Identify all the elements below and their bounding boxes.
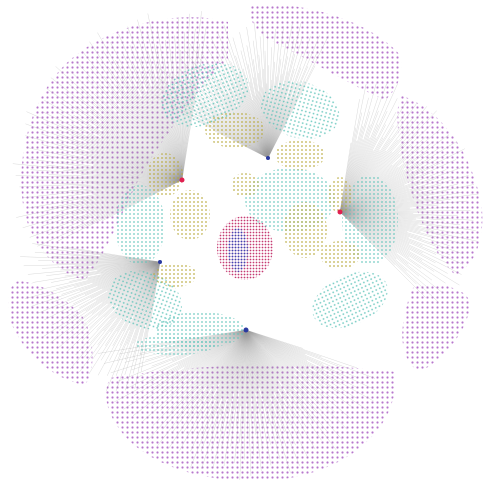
inner-cluster-3 bbox=[147, 153, 183, 197]
hub-node-right bbox=[338, 210, 343, 215]
core-cluster bbox=[217, 216, 273, 280]
hub-node-top-left bbox=[180, 178, 185, 183]
inner-cluster-9 bbox=[320, 241, 360, 269]
outer-cluster-lower-right bbox=[402, 284, 470, 372]
inner-cluster-7 bbox=[153, 263, 197, 287]
inner-cluster-1 bbox=[205, 112, 265, 148]
hub-node-bottom bbox=[244, 328, 249, 333]
inner-cluster-4 bbox=[283, 202, 327, 258]
core-blue bbox=[228, 228, 248, 272]
inner-cluster-6 bbox=[328, 177, 352, 213]
hub-node-left bbox=[158, 260, 162, 264]
inner-cluster-8 bbox=[231, 173, 259, 197]
inner-cluster-5 bbox=[170, 190, 210, 240]
inner-cluster-2 bbox=[275, 140, 325, 170]
mid-cluster-6 bbox=[115, 185, 165, 265]
outer-cluster-top-right bbox=[250, 4, 402, 100]
mid-cluster-9 bbox=[135, 335, 215, 355]
mid-cluster-4 bbox=[303, 260, 397, 339]
hub-node-top bbox=[266, 156, 270, 160]
